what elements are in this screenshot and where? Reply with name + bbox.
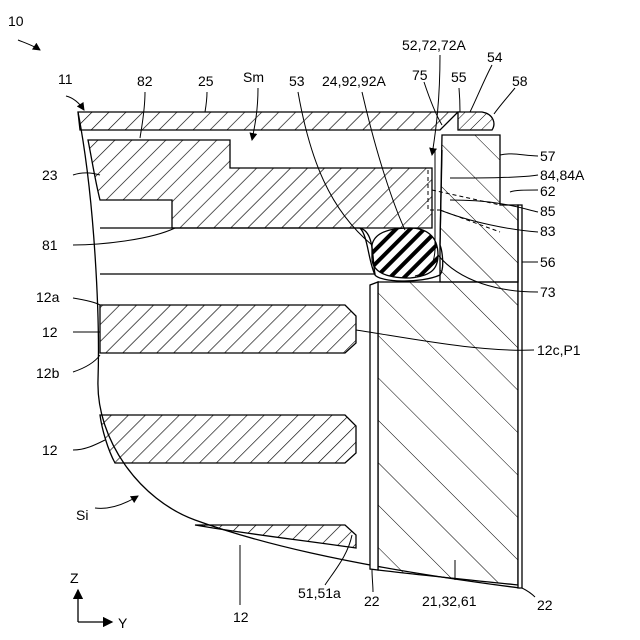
axis-y-label: Y [118, 615, 128, 631]
cap-55 [458, 112, 494, 130]
label-12c: 12c,P1 [537, 342, 581, 358]
label-81: 81 [42, 237, 58, 253]
figure-number: 10 [8, 13, 24, 29]
member-23 [88, 140, 432, 228]
axis-indicator [78, 590, 112, 622]
electrode-12-top [100, 305, 356, 353]
label-22-1: 22 [364, 593, 380, 609]
label-23: 23 [42, 167, 58, 183]
label-57: 57 [540, 148, 556, 164]
label-12-2: 12 [42, 442, 58, 458]
label-55: 55 [451, 69, 467, 85]
label-12-3: 12 [233, 609, 249, 625]
seal-24 [372, 228, 438, 278]
lid-25 [78, 112, 458, 130]
case-body-21 [378, 282, 518, 585]
label-58: 58 [512, 73, 528, 89]
label-12a: 12a [36, 289, 60, 305]
label-sm: Sm [243, 69, 264, 85]
label-85: 85 [540, 203, 556, 219]
plate-81 [100, 228, 375, 274]
label-83: 83 [540, 223, 556, 239]
label-12-1: 12 [42, 324, 58, 340]
label-53: 53 [289, 73, 305, 89]
label-56: 56 [540, 254, 556, 270]
label-62: 62 [540, 183, 556, 199]
label-75: 75 [412, 67, 428, 83]
label-84: 84,84A [540, 167, 585, 183]
label-22-2: 22 [537, 597, 553, 613]
label-25: 25 [198, 73, 214, 89]
label-52: 52,72,72A [402, 37, 466, 53]
label-12b: 12b [36, 365, 60, 381]
label-11: 11 [58, 71, 73, 87]
label-si: Si [76, 507, 88, 523]
electrode-12-mid [100, 415, 356, 463]
wall-22-left [370, 282, 378, 570]
axis-z-label: Z [70, 570, 79, 586]
label-82: 82 [137, 73, 153, 89]
terminal-62 [440, 135, 518, 282]
label-73: 73 [540, 284, 556, 300]
label-54: 54 [487, 49, 503, 65]
label-51: 51,51a [298, 585, 341, 601]
label-21: 21,32,61 [422, 593, 477, 609]
label-24: 24,92,92A [322, 73, 386, 89]
